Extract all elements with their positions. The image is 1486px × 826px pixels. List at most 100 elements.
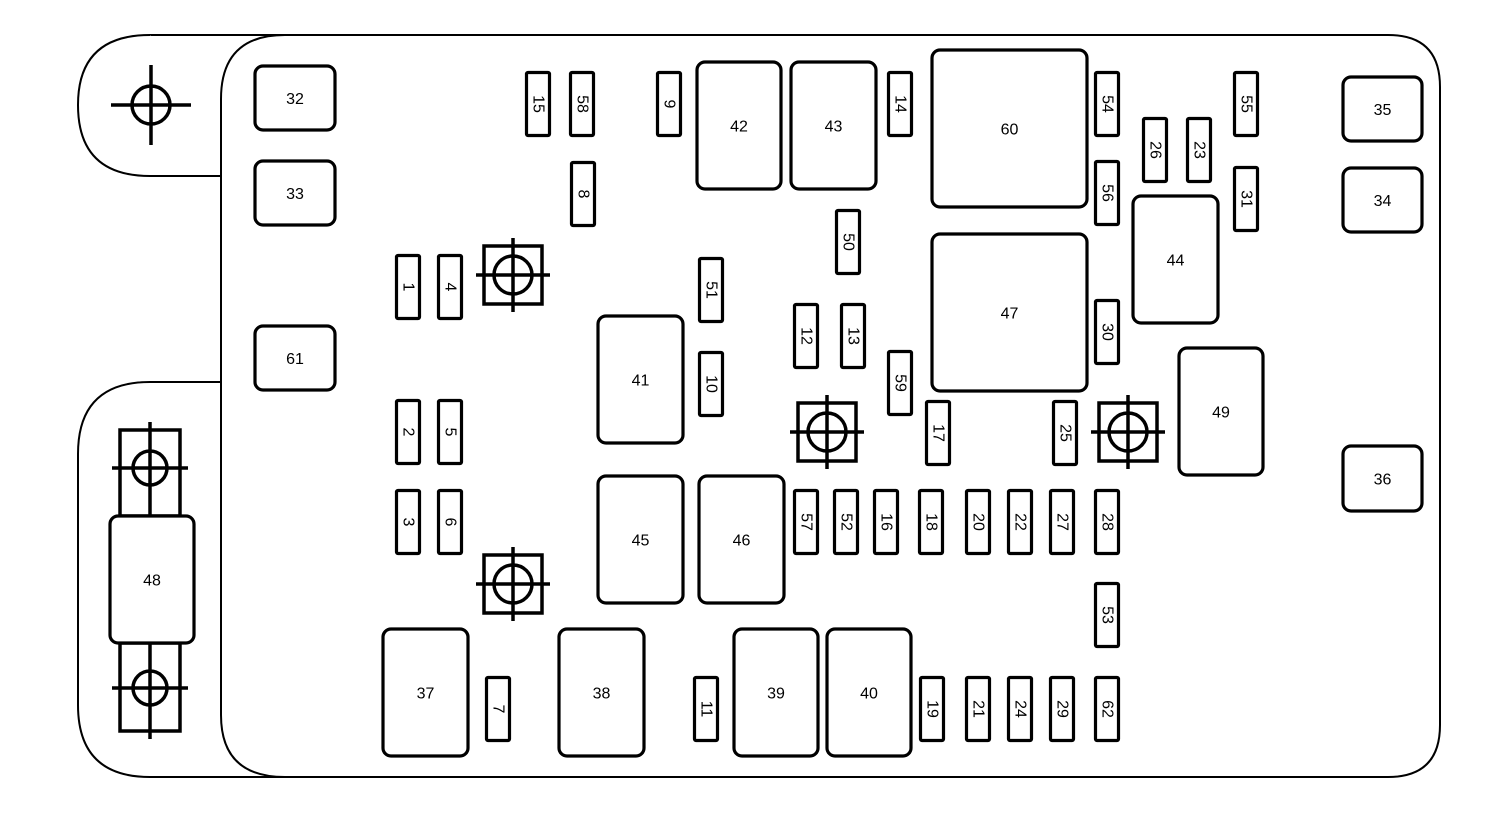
fuse-2: 2 — [394, 398, 422, 466]
relay-label: 44 — [1167, 253, 1185, 270]
relay-40: 40 — [825, 627, 913, 758]
fuse-label: 9 — [661, 100, 678, 109]
relay-49: 49 — [1177, 346, 1265, 477]
fuse-label: 11 — [698, 701, 715, 718]
fuse-27: 27 — [1048, 488, 1076, 556]
fuse-label: 59 — [892, 374, 909, 392]
fuse-label: 18 — [923, 513, 940, 531]
fuse-14: 14 — [886, 70, 914, 138]
fuse-5: 5 — [436, 398, 464, 466]
mounting-stud-icon — [476, 238, 550, 312]
relay-label: 60 — [1001, 122, 1019, 139]
relay-43: 43 — [789, 60, 878, 191]
fuse-label: 28 — [1099, 513, 1116, 531]
fuse-52: 52 — [832, 488, 860, 556]
relay-46: 46 — [697, 474, 786, 605]
fuse-51: 51 — [697, 256, 725, 324]
fuse-label: 62 — [1099, 700, 1116, 718]
fuse-label: 17 — [930, 424, 947, 442]
fuse-20: 20 — [964, 488, 992, 556]
fuse-18: 18 — [917, 488, 945, 556]
inner-panel-outline — [220, 34, 286, 778]
fuse-label: 53 — [1099, 606, 1116, 624]
relay-label: 34 — [1374, 193, 1392, 210]
fuse-label: 30 — [1099, 323, 1116, 341]
relay-label: 49 — [1212, 405, 1230, 422]
fuse-label: 5 — [442, 428, 459, 437]
fuse-label: 16 — [878, 513, 895, 531]
relay-39: 39 — [732, 627, 820, 758]
relay-label: 46 — [733, 533, 751, 550]
fuse-label: 4 — [442, 283, 459, 292]
fuse-8: 8 — [569, 160, 597, 228]
fuse-label: 25 — [1057, 424, 1074, 442]
relay-label: 47 — [1001, 306, 1019, 323]
relay-41: 41 — [596, 314, 685, 445]
fuse-13: 13 — [839, 302, 867, 370]
fuse-58: 58 — [568, 70, 596, 138]
fuse-label: 2 — [400, 428, 417, 437]
fuse-label: 13 — [845, 327, 862, 345]
relay-33: 33 — [253, 159, 337, 227]
fuse-50: 50 — [834, 208, 862, 276]
relay-label: 41 — [632, 373, 650, 390]
fuse-label: 19 — [924, 700, 941, 718]
fuse-54: 54 — [1093, 70, 1121, 138]
fuse-label: 54 — [1099, 95, 1116, 113]
mounting-stud-icon — [476, 547, 550, 621]
relay-label: 35 — [1374, 102, 1392, 119]
relay-60: 60 — [930, 48, 1089, 209]
fuse-label: 23 — [1191, 141, 1208, 159]
relay-36: 36 — [1341, 444, 1424, 513]
relay-label: 42 — [730, 119, 748, 136]
fuse-label: 1 — [400, 283, 417, 292]
relay-34: 34 — [1341, 166, 1424, 234]
relay-label: 61 — [286, 351, 304, 368]
relay-label: 32 — [286, 91, 304, 108]
relay-45: 45 — [596, 474, 685, 605]
fuse-11: 11 — [692, 675, 720, 743]
fuse-label: 27 — [1054, 513, 1071, 531]
relay-32: 32 — [253, 64, 337, 132]
fuse-4: 4 — [436, 253, 464, 321]
mounting-stud-icon — [790, 395, 864, 469]
fuse-10: 10 — [697, 350, 725, 418]
fuse-23: 23 — [1185, 116, 1213, 184]
fuse-26: 26 — [1141, 116, 1169, 184]
fuse-7: 7 — [484, 675, 512, 743]
fuse-3: 3 — [394, 488, 422, 556]
fuse-15: 15 — [524, 70, 552, 138]
relay-35: 35 — [1341, 75, 1424, 143]
fuse-label: 10 — [703, 375, 720, 393]
fuse-label: 6 — [442, 518, 459, 527]
fuse-24: 24 — [1006, 675, 1034, 743]
relay-38: 38 — [557, 627, 646, 758]
fuse-6: 6 — [436, 488, 464, 556]
fuse-53: 53 — [1093, 581, 1121, 649]
fuse-19: 19 — [918, 675, 946, 743]
fuse-label: 12 — [798, 327, 815, 345]
fuse-31: 31 — [1232, 165, 1260, 233]
fuse-label: 3 — [400, 518, 417, 527]
fuse-22: 22 — [1006, 488, 1034, 556]
relay-label: 40 — [860, 686, 878, 703]
mounting-points — [111, 65, 1165, 739]
fuse-label: 58 — [574, 95, 591, 113]
fuse-label: 20 — [970, 513, 987, 531]
fuse-label: 50 — [840, 233, 857, 251]
fuse-label: 7 — [490, 705, 507, 714]
relay-61: 61 — [253, 324, 337, 392]
fuse-label: 24 — [1012, 700, 1029, 718]
fuse-25: 25 — [1051, 399, 1079, 467]
fuse-56: 56 — [1093, 159, 1121, 227]
relay-label: 43 — [825, 119, 843, 136]
relay-48: 48 — [108, 514, 196, 645]
relay-42: 42 — [695, 60, 783, 191]
fuse-label: 29 — [1054, 700, 1071, 718]
relay-label: 45 — [632, 533, 650, 550]
fuse-16: 16 — [872, 488, 900, 556]
fuse-12: 12 — [792, 302, 820, 370]
